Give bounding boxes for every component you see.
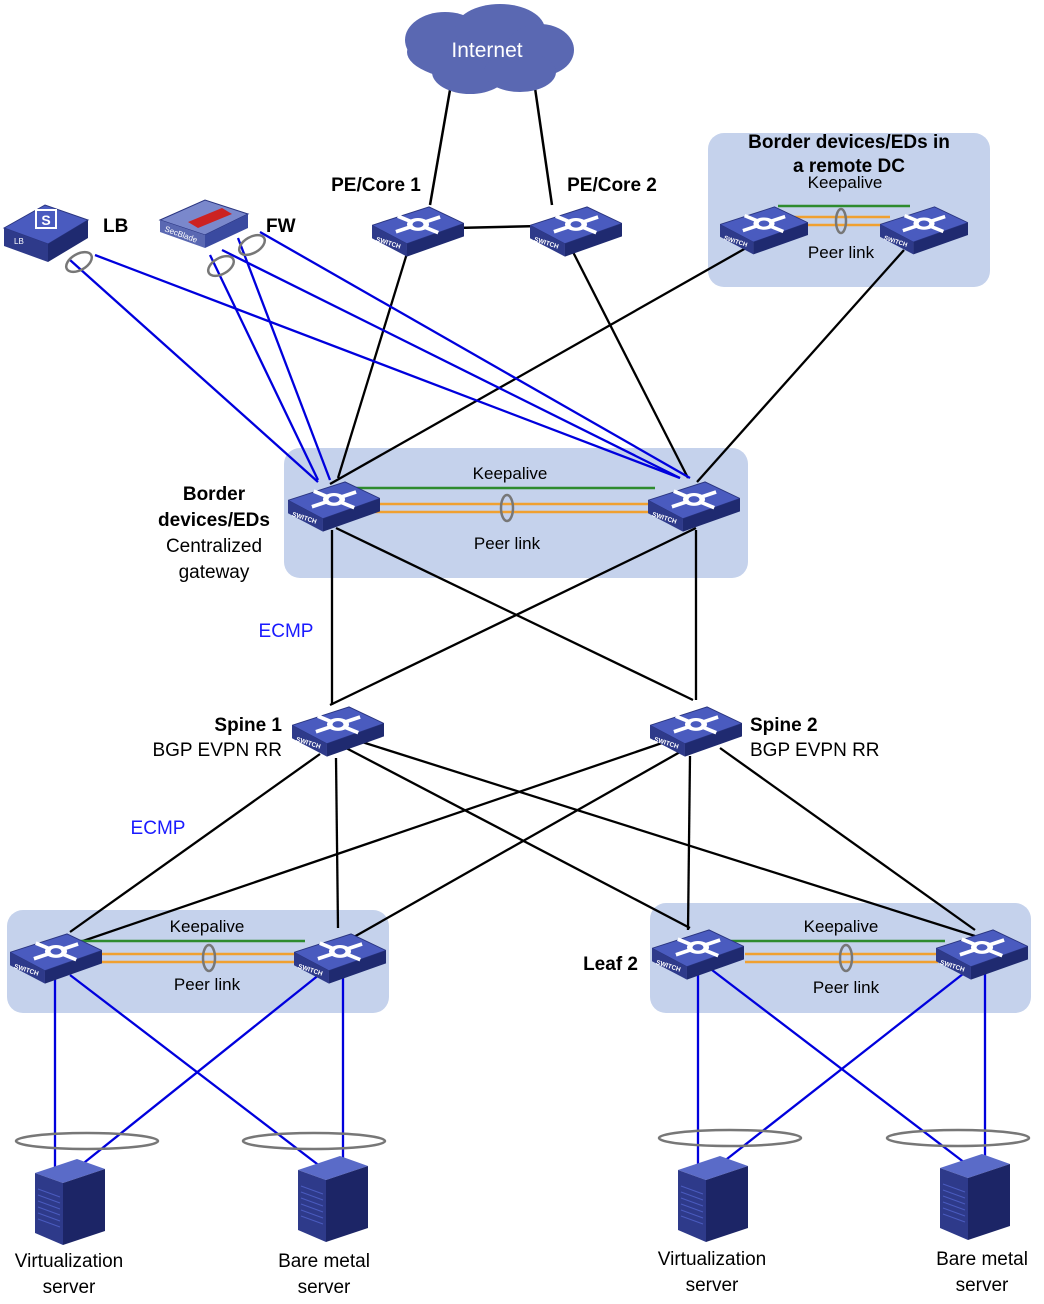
ecmp-label-lower: ECMP: [131, 818, 186, 839]
border-label-line3: Centralized: [166, 536, 262, 557]
link-aggregation-marks: [14, 207, 1031, 1151]
server-2-label-line1: Bare metal: [278, 1251, 370, 1272]
border-keepalive-label: Keepalive: [473, 464, 548, 483]
internet-cloud-icon: [405, 4, 574, 94]
virtualization-server-1-icon: [35, 1158, 105, 1245]
border-label-line4: gateway: [179, 562, 250, 583]
spine-1-switch-icon: [292, 707, 384, 757]
server-3-label-line1: Virtualization: [658, 1249, 766, 1270]
leaf1-keepalive-label: Keepalive: [170, 917, 245, 936]
server-4-label-line2: server: [956, 1275, 1009, 1296]
spine-1-role: BGP EVPN RR: [152, 740, 282, 761]
spine-2-role: BGP EVPN RR: [750, 740, 880, 761]
lb-badge: LB: [14, 237, 24, 246]
lb-label: LB: [103, 216, 128, 237]
ecmp-label-upper: ECMP: [259, 621, 314, 642]
internet-label: Internet: [451, 39, 522, 62]
pe-core-2-switch-icon: [530, 207, 622, 257]
load-balancer-icon: S LB: [2, 204, 90, 262]
server-1-label-line2: server: [43, 1277, 96, 1298]
remote-keepalive-label: Keepalive: [808, 173, 883, 192]
leaf2-peer-link-label: Peer link: [813, 978, 880, 997]
fw-label: FW: [266, 216, 296, 237]
border-label-line2: devices/EDs: [158, 510, 270, 531]
blue-links: [53, 231, 987, 1171]
border-peer-link-label: Peer link: [474, 534, 541, 553]
spine-2-switch-icon: [650, 707, 742, 757]
virtualization-server-2-icon: [678, 1155, 748, 1242]
black-links: [69, 246, 976, 944]
pe-core-1-label: PE/Core 1: [331, 175, 421, 196]
pe-core-1-switch-icon: [372, 207, 464, 257]
spine-1-name: Spine 1: [214, 715, 282, 736]
spine-2-name: Spine 2: [750, 715, 818, 736]
leaf2-keepalive-label: Keepalive: [804, 917, 879, 936]
pe-core-2-label: PE/Core 2: [567, 175, 657, 196]
leaf-2-name: Leaf 2: [583, 954, 638, 975]
server-1-label-line1: Virtualization: [15, 1251, 123, 1272]
bare-metal-server-2-icon: [940, 1153, 1010, 1240]
svg-text:S: S: [41, 212, 50, 228]
border-label-line1: Border: [183, 484, 246, 505]
server-2-label-line2: server: [298, 1277, 351, 1298]
remote-peer-link-label: Peer link: [808, 243, 875, 262]
firewall-icon: SecBlade: [158, 199, 250, 248]
server-4-label-line1: Bare metal: [936, 1249, 1028, 1270]
bare-metal-server-1-icon: [298, 1155, 368, 1242]
internet-links: [428, 87, 554, 230]
remote-dc-title-line1: Border devices/EDs in: [748, 132, 950, 153]
server-3-label-line2: server: [686, 1275, 739, 1296]
remote-dc-title-line2: a remote DC: [793, 156, 905, 177]
leaf1-peer-link-label: Peer link: [174, 975, 241, 994]
